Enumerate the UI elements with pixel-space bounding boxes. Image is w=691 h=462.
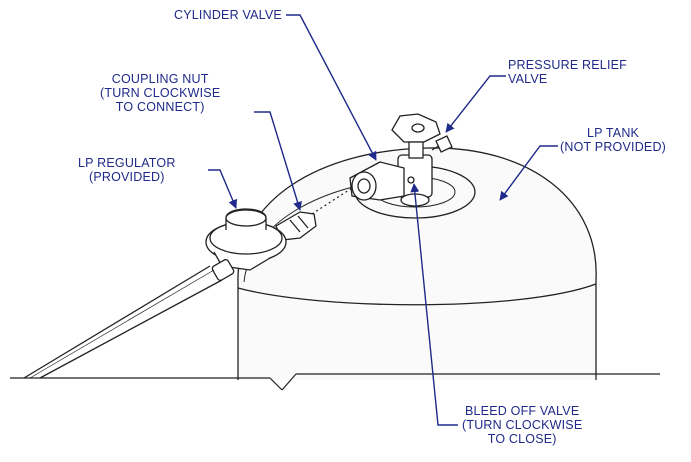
label-cylinder-valve: CYLINDER VALVE — [174, 8, 282, 22]
label-lp-tank-line-1: LP TANK — [586, 126, 640, 140]
label-pressure-relief-valve: PRESSURE RELIEF VALVE — [508, 58, 627, 86]
label-lp-tank-line-2: (NOT PROVIDED) — [560, 140, 667, 154]
label-coupling-nut-line-3: TO CONNECT) — [115, 100, 205, 114]
leader-coupling-nut — [254, 111, 302, 211]
label-pressure-relief-line-1: PRESSURE RELIEF — [508, 58, 628, 72]
label-coupling-nut-line-1: COUPLING NUT — [111, 72, 209, 86]
label-coupling-nut: COUPLING NUT (TURN CLOCKWISE TO CONNECT) — [100, 72, 220, 114]
leader-cylinder-valve — [286, 14, 377, 161]
leader-pressure-relief — [445, 75, 506, 133]
leader-bleed-off — [410, 183, 458, 426]
floor-lines — [10, 373, 660, 391]
tank-bottom-seam — [237, 283, 597, 306]
label-lp-regulator-line-1: LP REGULATOR — [78, 156, 176, 170]
label-pressure-relief-line-2: VALVE — [508, 72, 548, 86]
cylinder-valve-drawing — [349, 113, 453, 207]
label-lp-regulator-line-2: (PROVIDED) — [88, 170, 165, 184]
label-bleed-off-line-1: BLEED OFF VALVE — [464, 404, 580, 418]
lp-tank-drawing — [237, 147, 597, 380]
leader-lp-tank — [499, 145, 558, 201]
hose-drawing — [23, 265, 223, 379]
regulator-drawing — [205, 208, 317, 281]
label-bleed-off-line-2: (TURN CLOCKWISE — [462, 418, 583, 432]
label-bleed-off-line-3: TO CLOSE) — [487, 432, 557, 446]
leader-lines — [208, 14, 558, 426]
leader-lp-regulator — [208, 169, 238, 209]
label-cylinder-valve-line-1: CYLINDER VALVE — [174, 8, 282, 22]
label-lp-regulator: LP REGULATOR (PROVIDED) — [78, 156, 176, 184]
label-bleed-off-valve: BLEED OFF VALVE (TURN CLOCKWISE TO CLOSE… — [462, 404, 582, 446]
label-coupling-nut-line-2: (TURN CLOCKWISE — [100, 86, 221, 100]
label-lp-tank: LP TANK (NOT PROVIDED) — [560, 126, 666, 154]
